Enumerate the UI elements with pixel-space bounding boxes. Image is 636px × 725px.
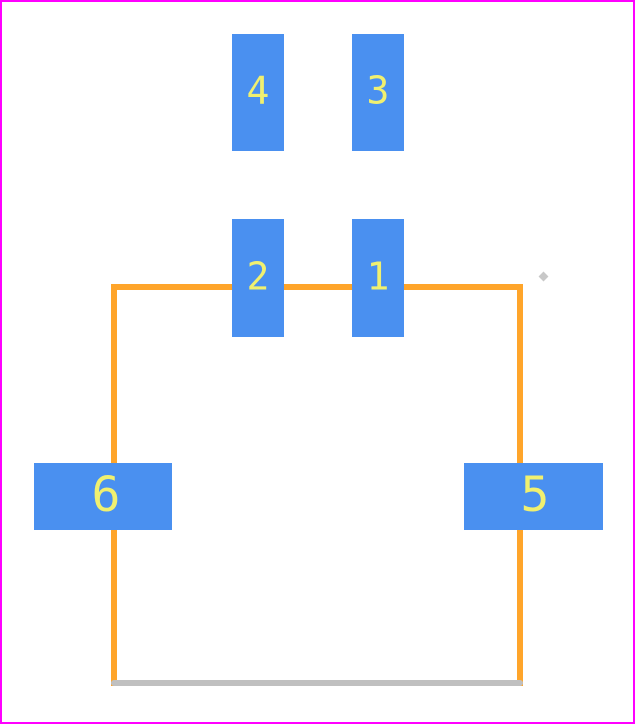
pad-6-copper [34,463,172,530]
pin1-marker [538,271,549,282]
pad-3-copper [352,34,404,151]
pad-5-copper [464,463,603,530]
pad-2-label: 2 [247,255,270,299]
pads: 4 3 2 1 6 5 [34,34,603,530]
pad-3: 3 [352,34,404,151]
silkscreen-outline [111,284,523,686]
pad-5: 5 [464,463,603,530]
pad-3-label: 3 [367,69,390,113]
pad-6: 6 [34,463,172,530]
pad-5-label: 5 [521,467,550,523]
pad-4: 4 [232,34,284,151]
pad-4-copper [232,34,284,151]
pad-2: 2 [232,219,284,337]
pad-1-copper [352,219,404,337]
pad-1: 1 [352,219,404,337]
pad-6-label: 6 [92,467,121,523]
pad-1-label: 1 [367,255,390,299]
pad-2-copper [232,219,284,337]
pad-4-label: 4 [247,69,270,113]
